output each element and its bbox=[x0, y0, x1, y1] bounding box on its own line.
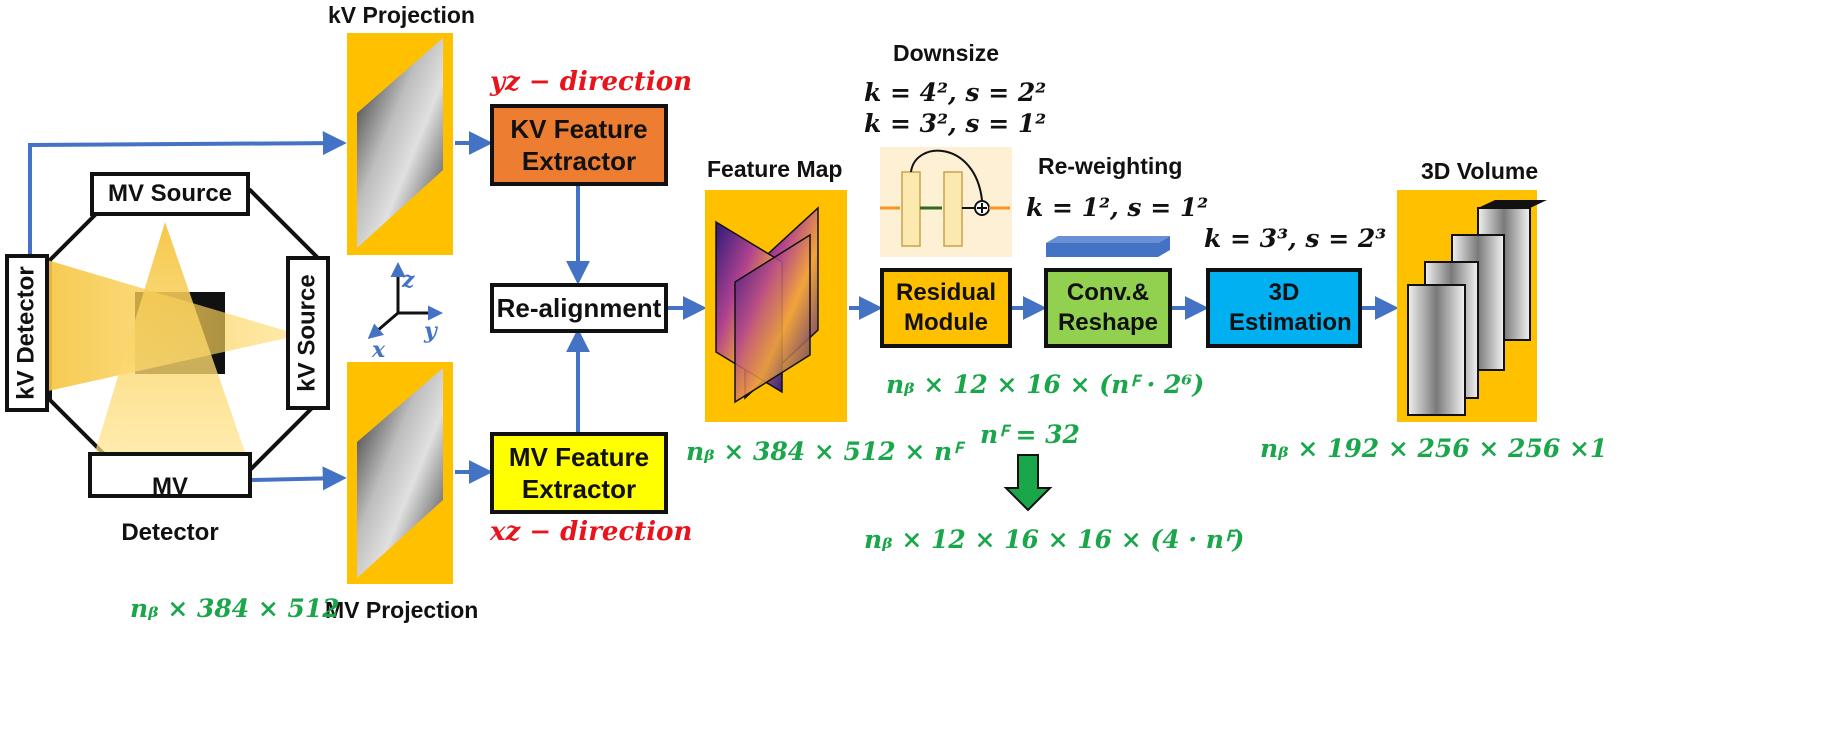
estimation-label: 3D Estimation bbox=[1229, 279, 1352, 336]
kv-projection-image bbox=[357, 38, 443, 248]
estimation-param: k = 3³, s = 2³ bbox=[1204, 224, 1387, 253]
kv-detector-box: kV Detector bbox=[5, 254, 49, 412]
kv-projection-title: kV Projection bbox=[328, 2, 475, 28]
axis-z-label: z bbox=[402, 267, 415, 293]
volume-dims: nᵦ × 192 × 256 × 256 ×1 bbox=[1260, 434, 1608, 463]
nf-value: nꟳ = 32 bbox=[980, 420, 1080, 449]
reweighting-param: k = 1², s = 1² bbox=[1026, 193, 1209, 222]
feature-map-slice-front bbox=[734, 233, 811, 404]
residual-icon-layer-2 bbox=[943, 171, 963, 247]
downsize-title: Downsize bbox=[893, 40, 1000, 66]
kv-feature-extractor-label: KV Feature Extractor bbox=[510, 113, 648, 177]
mv-projection-title: MV Projection bbox=[325, 597, 479, 623]
mv-feature-extractor-label: MV Feature Extractor bbox=[508, 441, 650, 505]
kv-source-label: kV Source bbox=[294, 274, 322, 392]
volume-slice-front bbox=[1407, 284, 1466, 416]
residual-module-label: Residual Module bbox=[895, 279, 997, 336]
axis-x-arrow bbox=[367, 311, 399, 339]
axis-y-label: y bbox=[424, 318, 437, 344]
residual-icon-layer-1 bbox=[901, 171, 921, 247]
realignment-block: Re-alignment bbox=[490, 283, 668, 333]
kv-detector-label: kV Detector bbox=[13, 266, 41, 400]
kv-source-box: kV Source bbox=[286, 256, 330, 410]
mv-source-box: MV Source bbox=[90, 172, 250, 216]
reshape-output-dims: nᵦ × 12 × 16 × 16 × (4 · nꟳ) bbox=[864, 525, 1245, 554]
conv-reshape-label: Conv.& Reshape bbox=[1057, 279, 1159, 336]
mv-source-label: MV Source bbox=[107, 180, 233, 207]
mv-beam bbox=[95, 222, 245, 452]
kv-detector-to-kv-projection-arrow bbox=[28, 131, 347, 258]
residual-module-block: Residual Module bbox=[880, 268, 1012, 348]
projection-dims: nᵦ × 384 × 512 bbox=[130, 594, 340, 623]
mv-projection-image bbox=[357, 368, 443, 578]
kv-feature-extractor-block: KV Feature Extractor bbox=[490, 104, 668, 186]
reweighting-bar bbox=[1046, 236, 1170, 257]
volume-title: 3D Volume bbox=[1421, 158, 1539, 184]
reweighting-title: Re-weighting bbox=[1038, 153, 1183, 179]
downsize-param-2: k = 3², s = 1² bbox=[864, 109, 1047, 138]
feature-map-dims: nᵦ × 384 × 512 × nꟳ bbox=[686, 437, 961, 466]
xz-direction-label: xz − direction bbox=[490, 517, 693, 547]
mv-feature-extractor-block: MV Feature Extractor bbox=[490, 432, 668, 514]
green-down-arrow bbox=[1003, 454, 1053, 512]
yz-direction-label: yz − direction bbox=[490, 67, 693, 97]
mv-detector-to-mv-projection-arrow bbox=[251, 466, 347, 491]
mv-detector-label: MV Detector bbox=[121, 473, 219, 546]
residual-output-dims: nᵦ × 12 × 16 × (nꟳ · 2⁶) bbox=[886, 370, 1205, 399]
feature-map-title: Feature Map bbox=[707, 156, 843, 182]
residual-icon-skip bbox=[910, 149, 983, 201]
axis-x-label: x bbox=[372, 337, 386, 363]
conv-reshape-block: Conv.& Reshape bbox=[1044, 268, 1172, 348]
realignment-label: Re-alignment bbox=[496, 292, 662, 323]
mv-detector-box: MV Detector bbox=[88, 452, 252, 546]
downsize-param-1: k = 4², s = 2² bbox=[864, 78, 1047, 107]
estimation-block: 3D Estimation bbox=[1206, 268, 1362, 348]
